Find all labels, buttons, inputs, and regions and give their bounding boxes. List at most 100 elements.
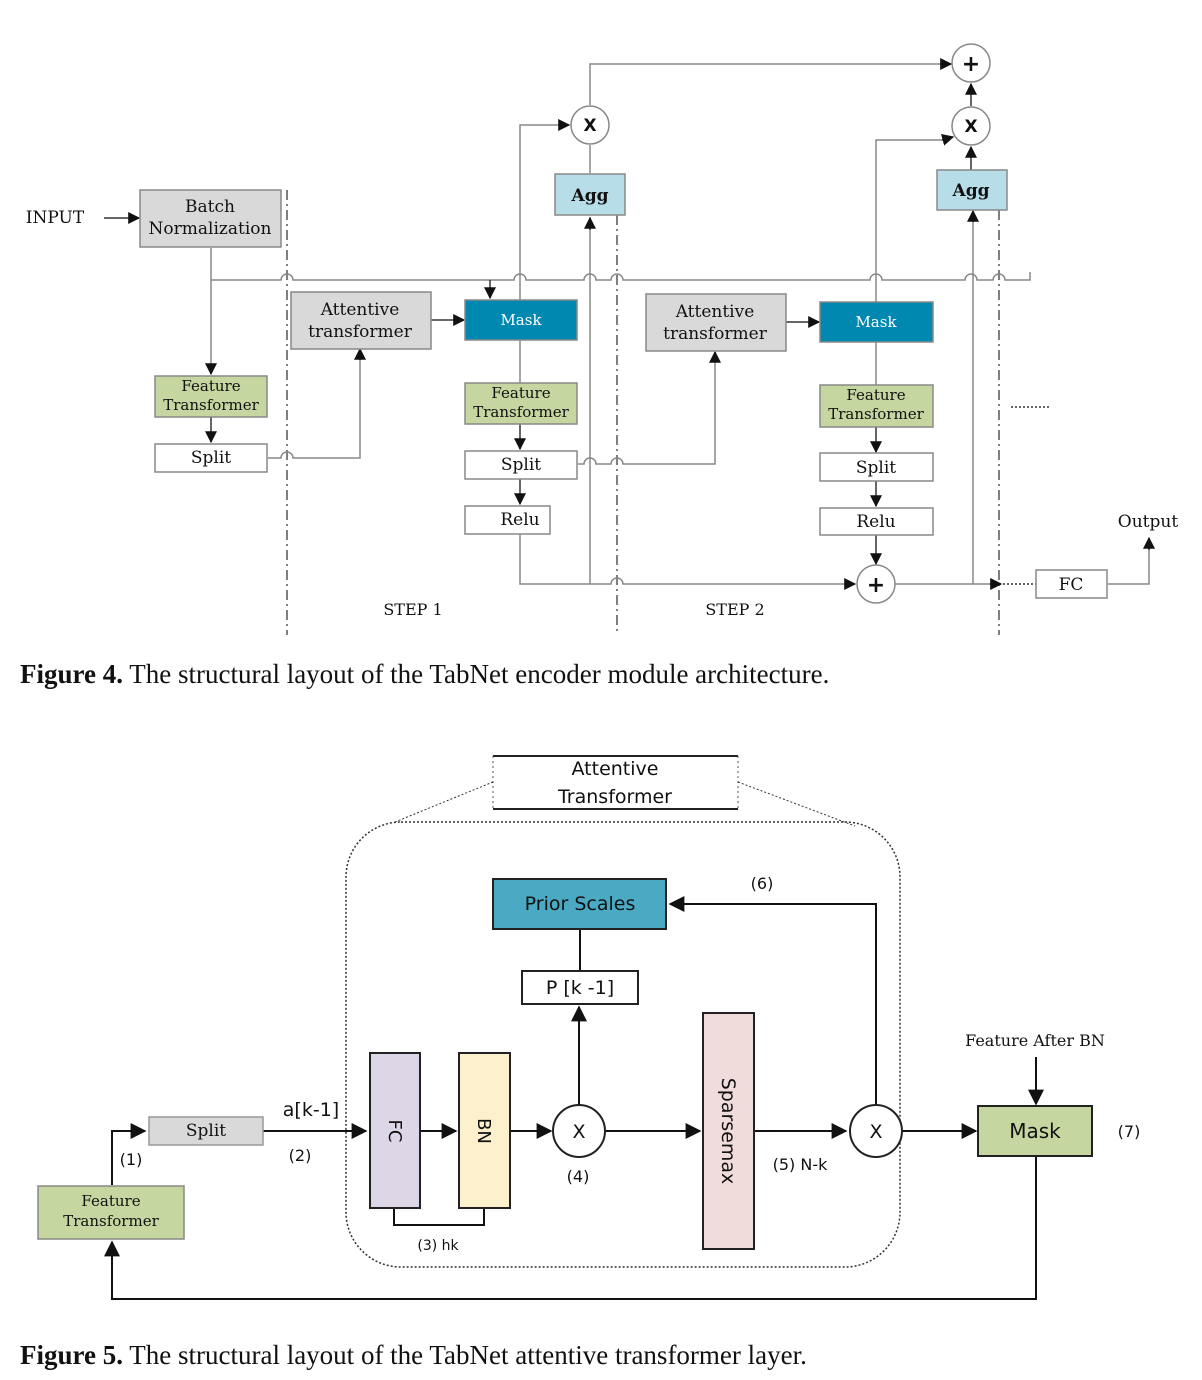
feature-transformer-1-box[interactable] xyxy=(464,382,578,425)
fc-label: FC xyxy=(1059,575,1084,595)
multiply1-symbol: X xyxy=(583,116,596,136)
bn-box[interactable] xyxy=(458,1052,511,1209)
figure-4-caption: Figure 4. The structural layout of the T… xyxy=(20,659,829,690)
figure-5-caption-text: The structural layout of the TabNet atte… xyxy=(123,1340,807,1370)
split-box[interactable] xyxy=(148,1116,264,1146)
split-1-box[interactable] xyxy=(464,450,578,480)
relu-2-box[interactable] xyxy=(819,507,934,536)
figure-4-caption-text: The structural layout of the TabNet enco… xyxy=(123,659,830,689)
step1-label: STEP 1 xyxy=(383,600,442,619)
prior-scales-label: Prior Scales xyxy=(525,893,636,915)
att1-label-line1: Attentive xyxy=(320,300,400,320)
fc-label: FC xyxy=(384,1120,405,1143)
mult2-to-prior-line xyxy=(668,896,877,1105)
multiply-node-4[interactable] xyxy=(552,1104,606,1158)
label-3: (3) hk xyxy=(417,1238,459,1254)
p-k-minus-1-label: P [k -1] xyxy=(546,977,614,999)
plus-2-node[interactable] xyxy=(856,564,896,604)
multiply-4-symbol: X xyxy=(572,1121,585,1143)
agg-1-box[interactable] xyxy=(554,173,626,216)
multiply2-symbol: X xyxy=(964,117,977,137)
bn-feature-bus xyxy=(211,272,1031,281)
fc-box[interactable] xyxy=(369,1052,421,1209)
input-label: INPUT xyxy=(26,208,85,228)
sparsemax-box[interactable] xyxy=(702,1012,755,1250)
batch-norm-label-line2: Normalization xyxy=(149,219,272,239)
mask1-to-mult1 xyxy=(519,124,567,300)
ft2-label-line1: Feature xyxy=(846,386,905,404)
split1-label: Split xyxy=(501,455,541,475)
plus-top-symbol: + xyxy=(962,52,980,77)
mask1-label: Mask xyxy=(500,311,542,329)
feature-transformer-2-box[interactable] xyxy=(819,384,934,428)
label-5: (5) N-k xyxy=(773,1155,828,1174)
step2-label: STEP 2 xyxy=(705,600,764,619)
agg-2-box[interactable] xyxy=(936,169,1008,211)
ft0-label-line1: Feature xyxy=(181,377,240,395)
figure-5-caption: Figure 5. The structural layout of the T… xyxy=(20,1340,807,1371)
split-0-box[interactable] xyxy=(154,443,268,473)
attentive-transformer-2-box[interactable] xyxy=(645,293,787,352)
mask-box[interactable] xyxy=(977,1105,1093,1157)
label-1: (1) xyxy=(120,1150,143,1169)
zoom-line-right xyxy=(737,781,856,827)
mask-feedback-line xyxy=(104,1157,1037,1300)
label-7: (7) xyxy=(1118,1122,1141,1141)
fc-to-output xyxy=(1108,538,1150,585)
split-label: Split xyxy=(186,1121,226,1141)
sparsemax-label: Sparsemax xyxy=(717,1078,739,1185)
hk-bracket xyxy=(393,1208,485,1226)
mask2-to-mult2 xyxy=(875,139,950,302)
label-2: (2) xyxy=(289,1146,312,1165)
figure-4-encoder xyxy=(104,58,1155,635)
split-2-box[interactable] xyxy=(819,452,934,482)
plus-top-node[interactable] xyxy=(951,43,991,83)
figure-5-caption-prefix: Figure 5. xyxy=(20,1340,123,1370)
ft-label-line1: Feature xyxy=(81,1192,140,1210)
ft-label-line2: Transformer xyxy=(63,1212,159,1230)
multiply-2-node[interactable] xyxy=(951,106,991,146)
mult2-arrowhead xyxy=(941,134,955,146)
mask-label: Mask xyxy=(1009,1119,1061,1143)
ft2-label-line2: Transformer xyxy=(828,405,924,423)
a-k-minus-1-label: a[k-1] xyxy=(283,1099,339,1121)
figure-5-boxes xyxy=(37,878,1093,1250)
feature-after-bn-label: Feature After BN xyxy=(965,1031,1105,1050)
split2-label: Split xyxy=(856,458,896,478)
p-k-minus-1-box[interactable] xyxy=(521,970,639,1005)
split1-to-att2 xyxy=(578,352,716,465)
multiply-5-symbol: X xyxy=(869,1121,882,1143)
feature-transformer-box[interactable] xyxy=(37,1185,185,1240)
ft-to-split-line xyxy=(111,1123,147,1185)
attentive-transformer-container xyxy=(345,821,901,1268)
att2-label-line1: Attentive xyxy=(675,302,755,322)
figure-5-attentive-transformer xyxy=(104,755,1044,1300)
att1-label-line2: transformer xyxy=(308,322,413,342)
multiply-1-node[interactable] xyxy=(570,105,610,145)
relu1-label: Relu xyxy=(500,510,539,530)
label-4: (4) xyxy=(567,1167,590,1186)
mask-1-box[interactable] xyxy=(464,299,578,341)
figure-4-caption-prefix: Figure 4. xyxy=(20,659,123,689)
ft1-label-line2: Transformer xyxy=(473,403,569,421)
feature-transformer-0-box[interactable] xyxy=(154,375,268,418)
multiply-node-5[interactable] xyxy=(849,1104,903,1158)
mask2-label: Mask xyxy=(855,313,897,331)
ft1-label-line1: Feature xyxy=(491,384,550,402)
title-line1: Attentive xyxy=(572,758,659,780)
relu1-to-plus2 xyxy=(519,534,853,585)
zoom-line-left xyxy=(394,781,494,823)
split0-to-att1 xyxy=(268,348,361,459)
prior-scales-box[interactable] xyxy=(492,878,667,930)
attentive-transformer-1-box[interactable] xyxy=(290,291,432,350)
relu-1-box[interactable] xyxy=(464,505,551,535)
batch-normalization-box[interactable] xyxy=(139,189,282,248)
figure-4-boxes xyxy=(139,43,1108,604)
output-label: Output xyxy=(1118,512,1179,532)
mask-2-box[interactable] xyxy=(819,301,934,343)
fc-output-box[interactable] xyxy=(1035,569,1108,599)
title-line2: Transformer xyxy=(557,786,672,808)
agg1-label: Agg xyxy=(571,186,609,206)
label-6: (6) xyxy=(751,874,774,893)
